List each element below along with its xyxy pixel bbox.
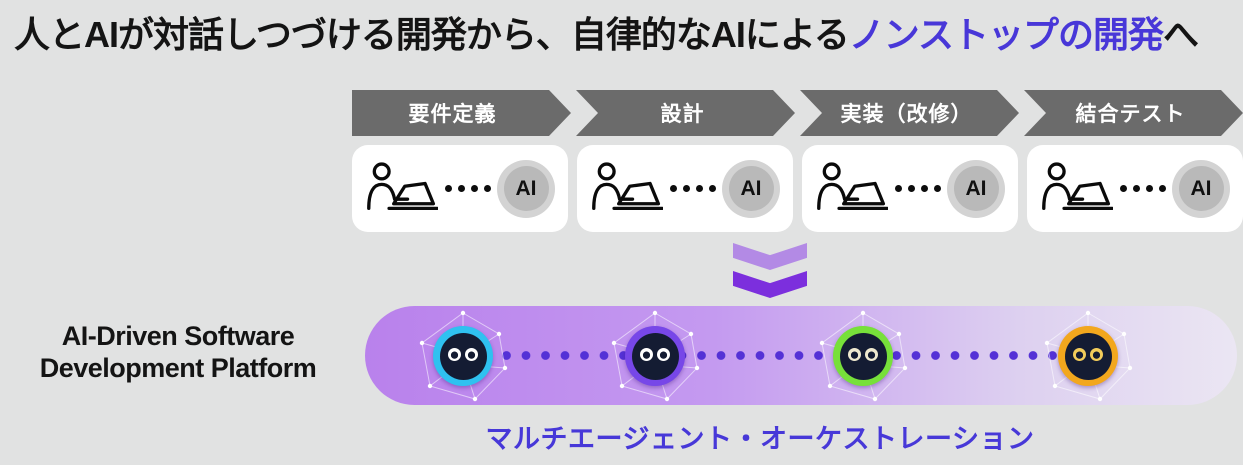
agent-node-requirements <box>419 310 508 402</box>
stage-design: 設計 <box>576 90 795 136</box>
chevron-down-light <box>733 243 807 270</box>
ai-badge: AI <box>947 159 1005 218</box>
agent-ring <box>625 326 685 386</box>
agent-face-icon <box>839 332 887 380</box>
agent-face-icon <box>439 332 487 380</box>
agent-eye <box>657 347 670 361</box>
ai-badge-label: AI <box>503 166 549 211</box>
transition-arrow-icon <box>733 243 807 298</box>
ai-badge: AI <box>1172 159 1230 218</box>
human-ai-card-design: AI <box>577 145 793 232</box>
agent-eye <box>1090 347 1103 361</box>
agent-eye <box>848 347 861 361</box>
dotted-link-icon <box>894 185 941 192</box>
ai-badge: AI <box>497 159 555 218</box>
agent-eye <box>465 347 478 361</box>
agent-face-icon <box>1064 332 1112 380</box>
agent-ring <box>433 326 493 386</box>
stage-requirements: 要件定義 <box>352 90 571 136</box>
platform-label: AI-Driven Software Development Platform <box>8 321 348 384</box>
agent-node-implementation <box>819 310 908 402</box>
dotted-link-icon <box>444 185 491 192</box>
stage-label: 設計 <box>660 103 705 126</box>
agent-eye <box>865 347 878 361</box>
agent-connector-dots <box>463 351 1089 360</box>
ai-badge: AI <box>722 159 780 218</box>
stage-implementation: 実装（改修） <box>800 90 1019 136</box>
agent-node-design <box>611 310 700 402</box>
person-laptop-icon <box>1042 161 1113 210</box>
title-suffix: へ <box>1163 14 1199 55</box>
agent-face-icon <box>631 332 679 380</box>
orchestration-caption: マルチエージェント・オーケストレーション <box>485 424 1035 454</box>
person-laptop-icon <box>817 161 888 210</box>
title-highlight: ノンストップの開発 <box>848 14 1164 55</box>
chevron-down-dark <box>733 271 807 298</box>
stage-label: 要件定義 <box>408 103 497 126</box>
agent-eye <box>1073 347 1086 361</box>
title-prefix: 人とAIが対話しつづける開発から、自律的なAIによる <box>14 14 850 55</box>
ai-badge-label: AI <box>1178 166 1224 211</box>
stage-label: 実装（改修） <box>840 103 973 126</box>
agent-ring <box>833 326 893 386</box>
agent-eye <box>448 347 461 361</box>
dotted-link-icon <box>669 185 716 192</box>
agent-ring <box>1058 326 1118 386</box>
person-laptop-icon <box>367 161 438 210</box>
human-ai-cards: AI AI AI <box>352 145 1243 232</box>
ai-badge-label: AI <box>728 166 774 211</box>
agent-eye <box>640 347 653 361</box>
platform-bar <box>365 306 1237 405</box>
human-ai-card-implementation: AI <box>802 145 1018 232</box>
platform-label-line1: AI-Driven Software <box>61 321 295 351</box>
platform-label-line2: Development Platform <box>39 352 317 383</box>
human-ai-card-integration-test: AI <box>1027 145 1243 232</box>
human-ai-card-requirements: AI <box>352 145 568 232</box>
page-title: 人とAIが対話しつづける開発から、自律的なAIによるノンストップの開発へ <box>14 6 1199 58</box>
agent-node-integration-test <box>1044 310 1133 402</box>
stage-label: 結合テスト <box>1075 103 1186 126</box>
process-stage-bar: 要件定義 設計 実装（改修） 結合テスト <box>352 90 1243 136</box>
dotted-link-icon <box>1119 185 1166 192</box>
ai-badge-label: AI <box>953 166 999 211</box>
stage-integration-test: 結合テスト <box>1024 90 1243 136</box>
person-laptop-icon <box>592 161 663 210</box>
